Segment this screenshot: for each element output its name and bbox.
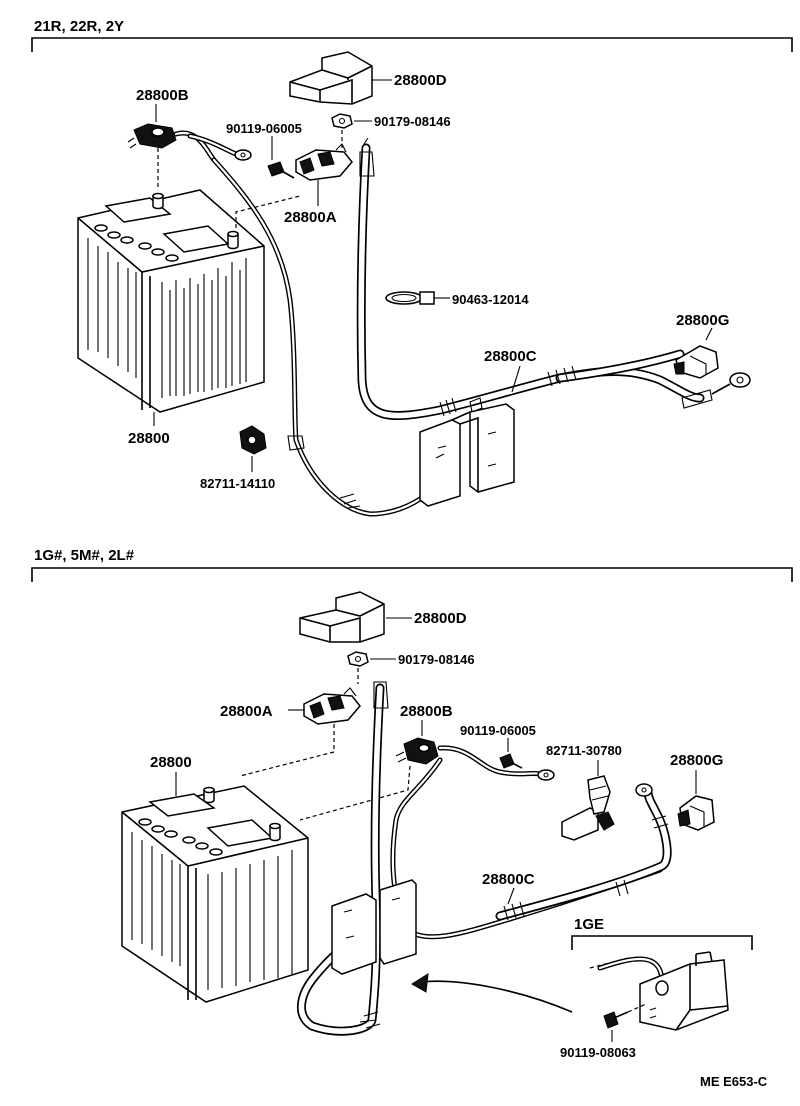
nut-90179-08146 — [331, 113, 353, 129]
cover-28800g-2 — [677, 795, 715, 831]
bracket — [419, 403, 515, 507]
section-2-bracket — [31, 567, 793, 582]
label-28800a: 28800A — [284, 209, 337, 226]
terminal-28800b-2 — [395, 737, 439, 765]
label-28800g-2: 28800G — [670, 752, 723, 769]
label-90463-12014: 90463-12014 — [452, 292, 529, 307]
cover-28800g — [673, 345, 719, 379]
section-21r-22r-2y: 21R, 22R, 2Y — [31, 18, 793, 517]
label-82711-14110: 82711-14110 — [200, 476, 275, 491]
terminal-28800a — [295, 143, 353, 181]
clip-82711-30780 — [561, 775, 615, 841]
bolt-90119-06005-2 — [499, 753, 523, 769]
label-28800b-2: 28800B — [400, 703, 453, 720]
section-1-bracket — [31, 37, 793, 52]
label-28800b: 28800B — [136, 87, 189, 104]
label-90119-06005-2: 90119-06005 — [460, 723, 536, 738]
label-90179-08146: 90179-08146 — [374, 114, 451, 129]
label-28800d: 28800D — [394, 72, 447, 89]
bolt-90119-06005 — [267, 161, 295, 179]
figure-code: ME E653-C — [700, 1074, 768, 1089]
label-28800d-2: 28800D — [414, 610, 467, 627]
label-1ge-inset: 1GE — [574, 916, 604, 933]
bracket-2 — [331, 879, 417, 975]
label-90119-08063: 90119-08063 — [560, 1045, 636, 1060]
clamp-90463-12014 — [385, 291, 435, 305]
label-82711-30780: 82711-30780 — [546, 743, 622, 758]
terminal-28800b — [127, 123, 177, 149]
section-2-header: 1G#, 5M#, 2L# — [34, 547, 135, 564]
terminal-28800a-2 — [303, 687, 361, 725]
label-28800c-2: 28800C — [482, 871, 535, 888]
cover-28800d — [289, 51, 373, 105]
cover-28800d-2 — [299, 591, 385, 643]
clip-82711-14110 — [239, 425, 267, 455]
label-90119-06005: 90119-06005 — [226, 121, 302, 136]
nut-90179-08146-2 — [347, 651, 369, 667]
battery-28800 — [77, 189, 265, 413]
label-28800-2: 28800 — [150, 754, 192, 771]
inset-1ge — [571, 935, 753, 1042]
label-28800g: 28800G — [676, 312, 729, 329]
label-90179-08146-2: 90179-08146 — [398, 652, 475, 667]
label-28800a-2: 28800A — [220, 703, 273, 720]
label-28800c: 28800C — [484, 348, 537, 365]
section-1-header: 21R, 22R, 2Y — [34, 18, 124, 35]
battery-28800-2 — [121, 785, 309, 1003]
label-28800: 28800 — [128, 430, 170, 447]
section-1g-5m-2l: 1G#, 5M#, 2L# — [31, 547, 793, 1060]
